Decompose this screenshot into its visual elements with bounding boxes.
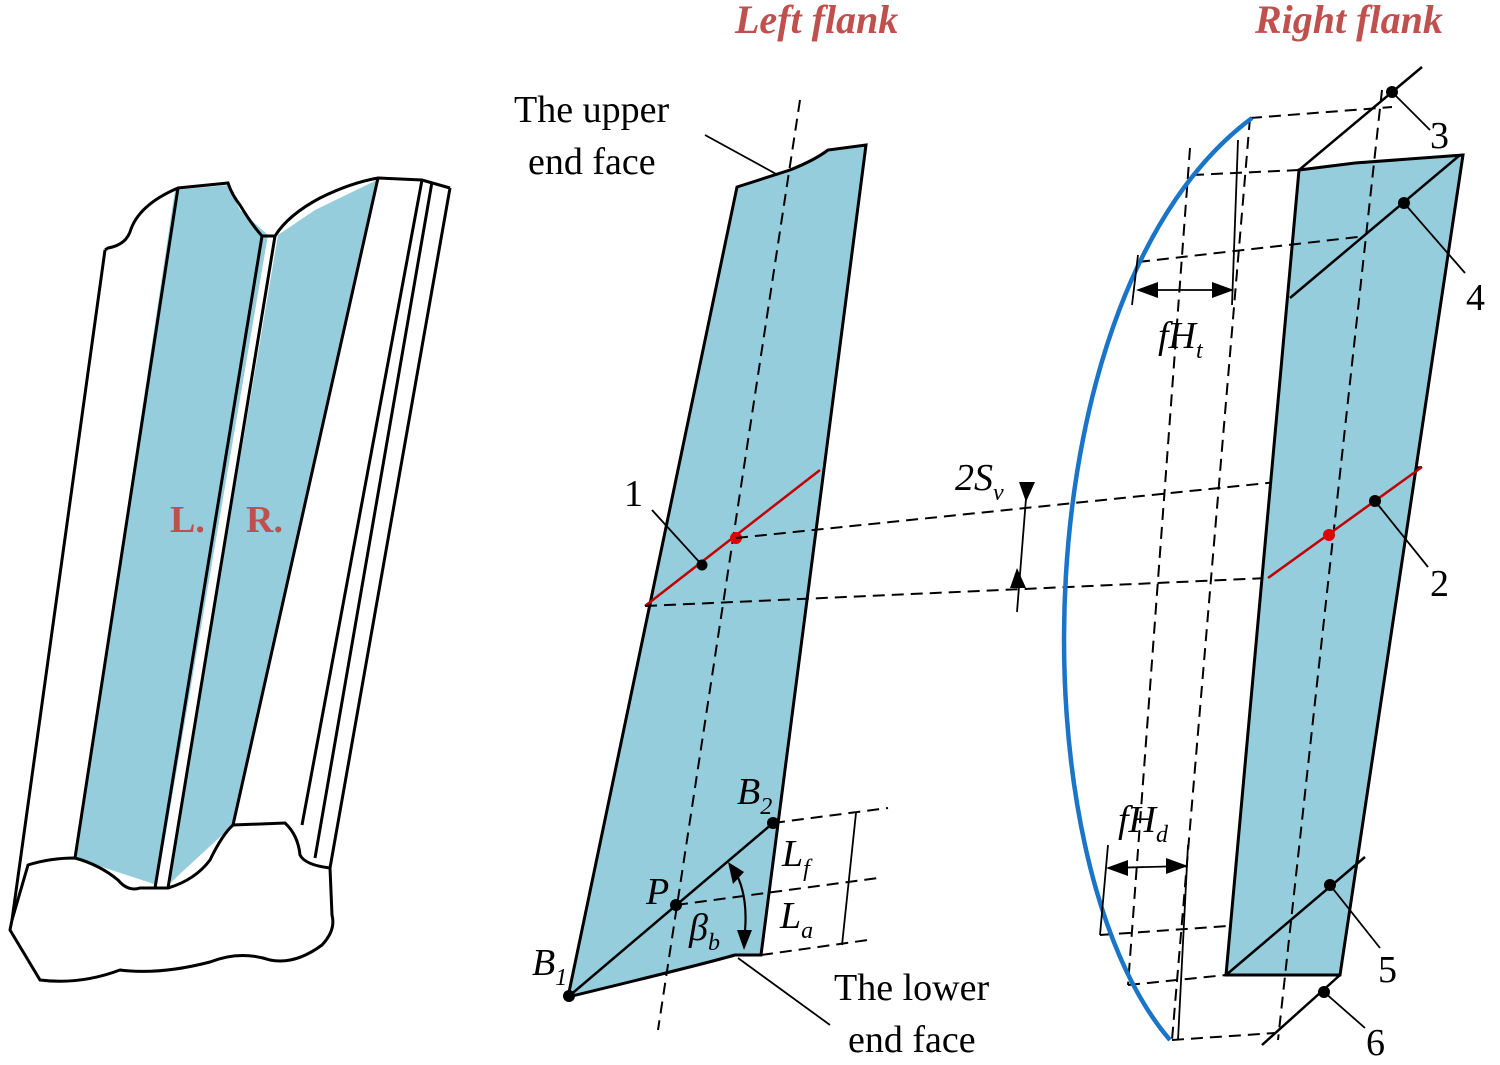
point-2-marker bbox=[1369, 495, 1381, 507]
profile-deviation-curve bbox=[1061, 116, 1254, 1042]
point-b2-marker bbox=[767, 817, 779, 829]
ext-line-b2 bbox=[772, 807, 889, 824]
left-flank-axis bbox=[657, 99, 801, 1031]
sv-label: 2Sv bbox=[955, 457, 1004, 506]
lf-label: Lf bbox=[781, 833, 813, 882]
point-2-leader bbox=[1374, 500, 1429, 568]
point-4-label: 4 bbox=[1466, 277, 1485, 319]
proj-top-a bbox=[1191, 169, 1300, 176]
point-4-leader bbox=[1403, 202, 1466, 274]
point-1-marker bbox=[696, 559, 708, 571]
proj-bottom-6 bbox=[1171, 1032, 1276, 1041]
sv-arrow-bottom bbox=[1010, 568, 1026, 588]
guide-dash-1 bbox=[1127, 147, 1191, 986]
point-b1-marker bbox=[563, 990, 575, 1002]
lower-end-face-leader bbox=[737, 957, 831, 1026]
point-3-leader bbox=[1391, 91, 1431, 131]
gear-edge-e bbox=[300, 179, 424, 826]
fht-ext-left bbox=[1131, 254, 1139, 306]
proj-top-3 bbox=[1249, 106, 1393, 119]
ext-line-bottom bbox=[760, 939, 869, 956]
fht-arrow-left bbox=[1136, 282, 1158, 298]
right-flank-panel: fHt fHd 3 4 2 5 6 bbox=[1061, 66, 1485, 1064]
point-6-label: 6 bbox=[1366, 1022, 1385, 1064]
point-5-marker bbox=[1324, 879, 1336, 891]
beta-b-label: βb bbox=[688, 907, 720, 956]
fhd-arrow-right bbox=[1166, 858, 1188, 874]
sv-bottom-dashed-line bbox=[644, 577, 1269, 607]
gear-edge-b bbox=[153, 235, 264, 889]
line-4 bbox=[1289, 154, 1461, 299]
line-3 bbox=[1298, 66, 1423, 171]
point-6-leader bbox=[1323, 991, 1366, 1029]
point-p-marker bbox=[670, 899, 682, 911]
gear-tooth-sketch: L. R. bbox=[8, 176, 452, 983]
lower-end-face-label-1: The lower bbox=[834, 967, 989, 1009]
dim-line-lf-la bbox=[841, 812, 857, 946]
left-flank-panel: The upper end face The lower end face 1 … bbox=[514, 89, 989, 1061]
gear-top-profile bbox=[104, 176, 451, 252]
line-6 bbox=[1261, 974, 1341, 1046]
fhd-ext-right bbox=[1177, 844, 1189, 1041]
gear-edge-f bbox=[313, 181, 434, 859]
gear-edge-c bbox=[166, 235, 277, 889]
fhd-label: fHd bbox=[1118, 799, 1169, 848]
sv-arrow-top bbox=[1019, 482, 1035, 502]
proj-bottom-5 bbox=[1099, 925, 1229, 936]
contact-line-b1-b2 bbox=[567, 822, 774, 998]
left-flank-title: Left flank bbox=[734, 0, 898, 42]
line-5 bbox=[1225, 856, 1366, 976]
upper-end-face-leader bbox=[704, 134, 779, 176]
beta-arrow-top bbox=[728, 862, 744, 884]
point-3-label: 3 bbox=[1430, 115, 1449, 157]
point-4-marker bbox=[1398, 197, 1410, 209]
fhd-ext-left bbox=[1099, 844, 1109, 936]
point-p-label: P bbox=[645, 871, 669, 913]
point-b2-label: B2 bbox=[737, 771, 772, 820]
point-3-marker bbox=[1386, 86, 1398, 98]
left-flank-surface bbox=[566, 143, 868, 1000]
gear-bottom-profile bbox=[8, 821, 335, 983]
right-flank-title: Right flank bbox=[1254, 0, 1443, 42]
beta-arrow-bottom bbox=[737, 930, 752, 950]
fht-arrow-right bbox=[1212, 282, 1234, 298]
upper-end-face-label-2: end face bbox=[528, 141, 656, 183]
right-flank-surface bbox=[1224, 153, 1465, 977]
gear-label-right: R. bbox=[246, 499, 283, 541]
point-6-marker bbox=[1318, 986, 1330, 998]
upper-end-face-label-1: The upper bbox=[514, 89, 669, 131]
point-b1-label: B1 bbox=[532, 942, 567, 991]
point-5-label: 5 bbox=[1378, 949, 1397, 991]
gear-left-edge bbox=[10, 249, 107, 921]
right-flank-axis bbox=[1277, 89, 1383, 1041]
gear-label-left: L. bbox=[170, 499, 205, 541]
proj-bottom-b bbox=[1127, 974, 1227, 986]
fht-label: fHt bbox=[1158, 315, 1204, 364]
lower-end-face-label-2: end face bbox=[848, 1019, 976, 1061]
gear-edge-a bbox=[73, 187, 180, 859]
sv-dim-line bbox=[1016, 485, 1028, 613]
fht-ext-right bbox=[1231, 139, 1239, 306]
right-twist-line bbox=[1267, 465, 1423, 580]
ext-line-p bbox=[675, 877, 879, 906]
gear-edge-g bbox=[328, 187, 452, 869]
point-5-leader bbox=[1329, 884, 1381, 949]
point-1-label: 1 bbox=[624, 473, 643, 515]
point-2-label: 2 bbox=[1430, 563, 1449, 605]
right-twist-center-marker bbox=[1323, 529, 1335, 541]
gear-left-flank-strip bbox=[75, 185, 268, 885]
fhd-arrow-left bbox=[1106, 860, 1128, 876]
gear-edge-d bbox=[231, 177, 380, 826]
gear-right-flank-strip bbox=[168, 180, 377, 885]
la-label: La bbox=[779, 895, 813, 944]
point-1-leader bbox=[651, 509, 703, 566]
